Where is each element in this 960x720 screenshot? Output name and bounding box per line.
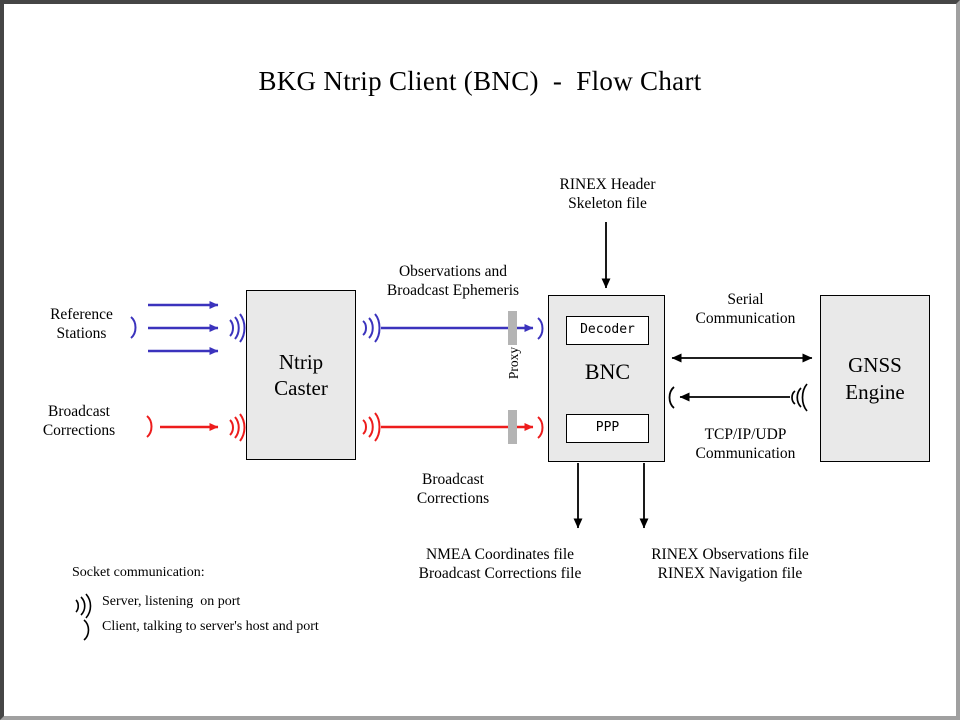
bnc-label: BNC: [584, 359, 631, 384]
server-socket-icon-caster-in-red: [229, 413, 246, 442]
label-tcpip-communication: TCP/IP/UDP Communication: [695, 426, 796, 463]
node-decoder[interactable]: Decoder: [566, 316, 649, 345]
legend-server-icon: [75, 593, 92, 619]
label-observations-ephemeris: Observations and Broadcast Ephemeris: [386, 263, 520, 300]
proxy-bar-bottom: [508, 410, 517, 444]
node-ntrip-caster[interactable]: Ntrip Caster: [246, 290, 356, 460]
page-title: BKG Ntrip Client (BNC) - Flow Chart: [258, 66, 702, 96]
label-reference-stations: Reference Stations: [50, 306, 113, 343]
proxy-bar-top: [508, 311, 517, 345]
legend-title: Socket communication:: [72, 565, 205, 580]
client-socket-icon-bnc-tcpip: [668, 386, 675, 409]
gnss-engine-label: GNSS Engine: [845, 353, 905, 404]
label-serial-communication: Serial Communication: [695, 291, 796, 328]
server-socket-icon-gnss-tcpip: [791, 383, 808, 412]
node-gnss-engine[interactable]: GNSS Engine: [820, 295, 930, 462]
label-rinex-output-files: RINEX Observations file RINEX Navigation…: [651, 546, 809, 583]
label-broadcast-corrections-source: Broadcast Corrections: [42, 403, 116, 440]
client-socket-icon-bnc-in-red: [537, 416, 544, 439]
legend-client-icon: [83, 619, 90, 641]
legend-server-entry: Server, listening on port: [102, 594, 241, 609]
label-rinex-header-skeleton: RINEX Header Skeleton file: [559, 176, 656, 213]
server-socket-icon-caster-out-red: [362, 412, 381, 442]
label-broadcast-corrections-link: Broadcast Corrections: [416, 471, 490, 508]
ppp-label: PPP: [595, 420, 620, 436]
node-ppp[interactable]: PPP: [566, 414, 649, 443]
client-socket-icon-bnc-in-blue: [537, 317, 544, 340]
legend-client-entry: Client, talking to server's host and por…: [102, 619, 319, 634]
client-socket-icon-reference-stations: [130, 316, 137, 339]
proxy-label: Proxy: [506, 346, 521, 380]
node-bnc[interactable]: Decoder BNC PPP: [548, 295, 665, 462]
label-nmea-output-files: NMEA Coordinates file Broadcast Correcti…: [418, 546, 582, 583]
ntrip-caster-label: Ntrip Caster: [274, 349, 328, 400]
decoder-label: Decoder: [580, 322, 635, 338]
client-socket-icon-broadcast-corrections: [146, 415, 153, 438]
server-socket-icon-caster-in-blue: [229, 313, 246, 343]
server-socket-icon-caster-out-blue: [362, 313, 381, 343]
